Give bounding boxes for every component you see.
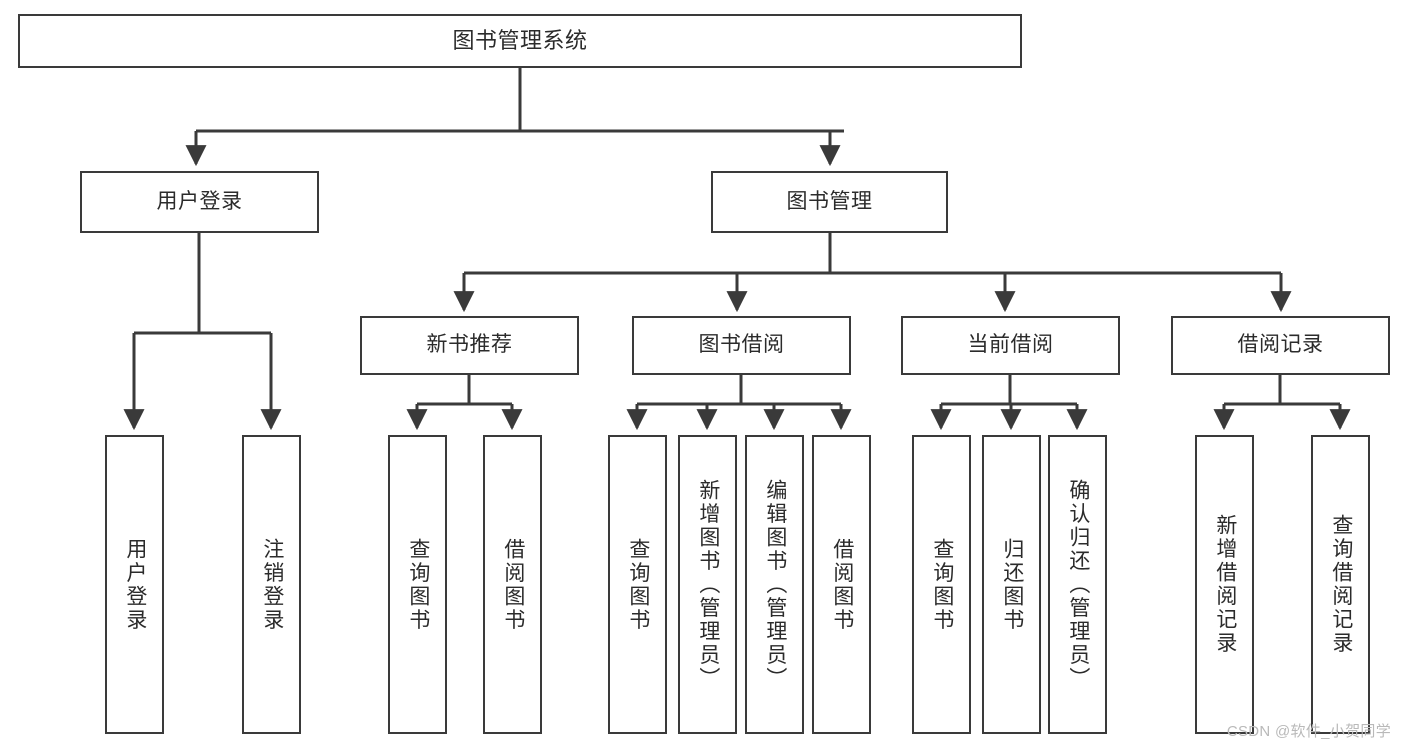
node-leaf-borrow-book-recommend[interactable]: 借阅图书 — [483, 435, 542, 734]
node-label: 查询借阅记录 — [1329, 514, 1353, 655]
node-label: 图书借阅 — [698, 333, 785, 357]
node-label: 图书管理 — [786, 189, 873, 213]
node-leaf-user-login[interactable]: 用户登录 — [105, 435, 164, 734]
node-book-borrow[interactable]: 图书借阅 — [632, 316, 851, 375]
node-label: 确认归还（管理员） — [1066, 478, 1090, 691]
node-label: 借阅图书 — [830, 537, 854, 632]
node-leaf-edit-book[interactable]: 编辑图书（管理员） — [745, 435, 804, 734]
node-label: 查询图书 — [406, 537, 430, 632]
node-label: 用户登录 — [123, 537, 147, 632]
node-label: 查询图书 — [626, 537, 650, 632]
node-leaf-confirm-return[interactable]: 确认归还（管理员） — [1048, 435, 1107, 734]
node-label: 新增图书（管理员） — [696, 478, 720, 691]
node-label: 新书推荐 — [426, 333, 513, 357]
node-book-management[interactable]: 图书管理 — [711, 171, 948, 233]
node-label: 注销登录 — [260, 537, 284, 632]
node-label: 借阅图书 — [501, 537, 525, 632]
node-borrow-record[interactable]: 借阅记录 — [1171, 316, 1390, 375]
node-user-login[interactable]: 用户登录 — [80, 171, 319, 233]
node-leaf-query-book-recommend[interactable]: 查询图书 — [388, 435, 447, 734]
node-label: 归还图书 — [1000, 537, 1024, 632]
node-leaf-query-book-borrow[interactable]: 查询图书 — [608, 435, 667, 734]
node-label: 查询图书 — [930, 537, 954, 632]
node-label: 当前借阅 — [967, 333, 1054, 357]
node-label: 编辑图书（管理员） — [763, 478, 787, 691]
node-current-borrow[interactable]: 当前借阅 — [901, 316, 1120, 375]
node-label: 借阅记录 — [1237, 333, 1324, 357]
node-label: 用户登录 — [156, 189, 243, 213]
watermark-text: CSDN @软件_小贺同学 — [1226, 723, 1391, 740]
node-leaf-query-borrow-record[interactable]: 查询借阅记录 — [1311, 435, 1370, 734]
node-label: 新增借阅记录 — [1213, 514, 1237, 655]
node-new-book-recommend[interactable]: 新书推荐 — [360, 316, 579, 375]
node-root-book-management-system[interactable]: 图书管理系统 — [18, 14, 1022, 68]
node-leaf-add-book[interactable]: 新增图书（管理员） — [678, 435, 737, 734]
node-leaf-logout[interactable]: 注销登录 — [242, 435, 301, 734]
node-leaf-query-book-current[interactable]: 查询图书 — [912, 435, 971, 734]
node-leaf-add-borrow-record[interactable]: 新增借阅记录 — [1195, 435, 1254, 734]
node-leaf-borrow-book[interactable]: 借阅图书 — [812, 435, 871, 734]
node-label: 图书管理系统 — [452, 28, 588, 54]
node-leaf-return-book[interactable]: 归还图书 — [982, 435, 1041, 734]
